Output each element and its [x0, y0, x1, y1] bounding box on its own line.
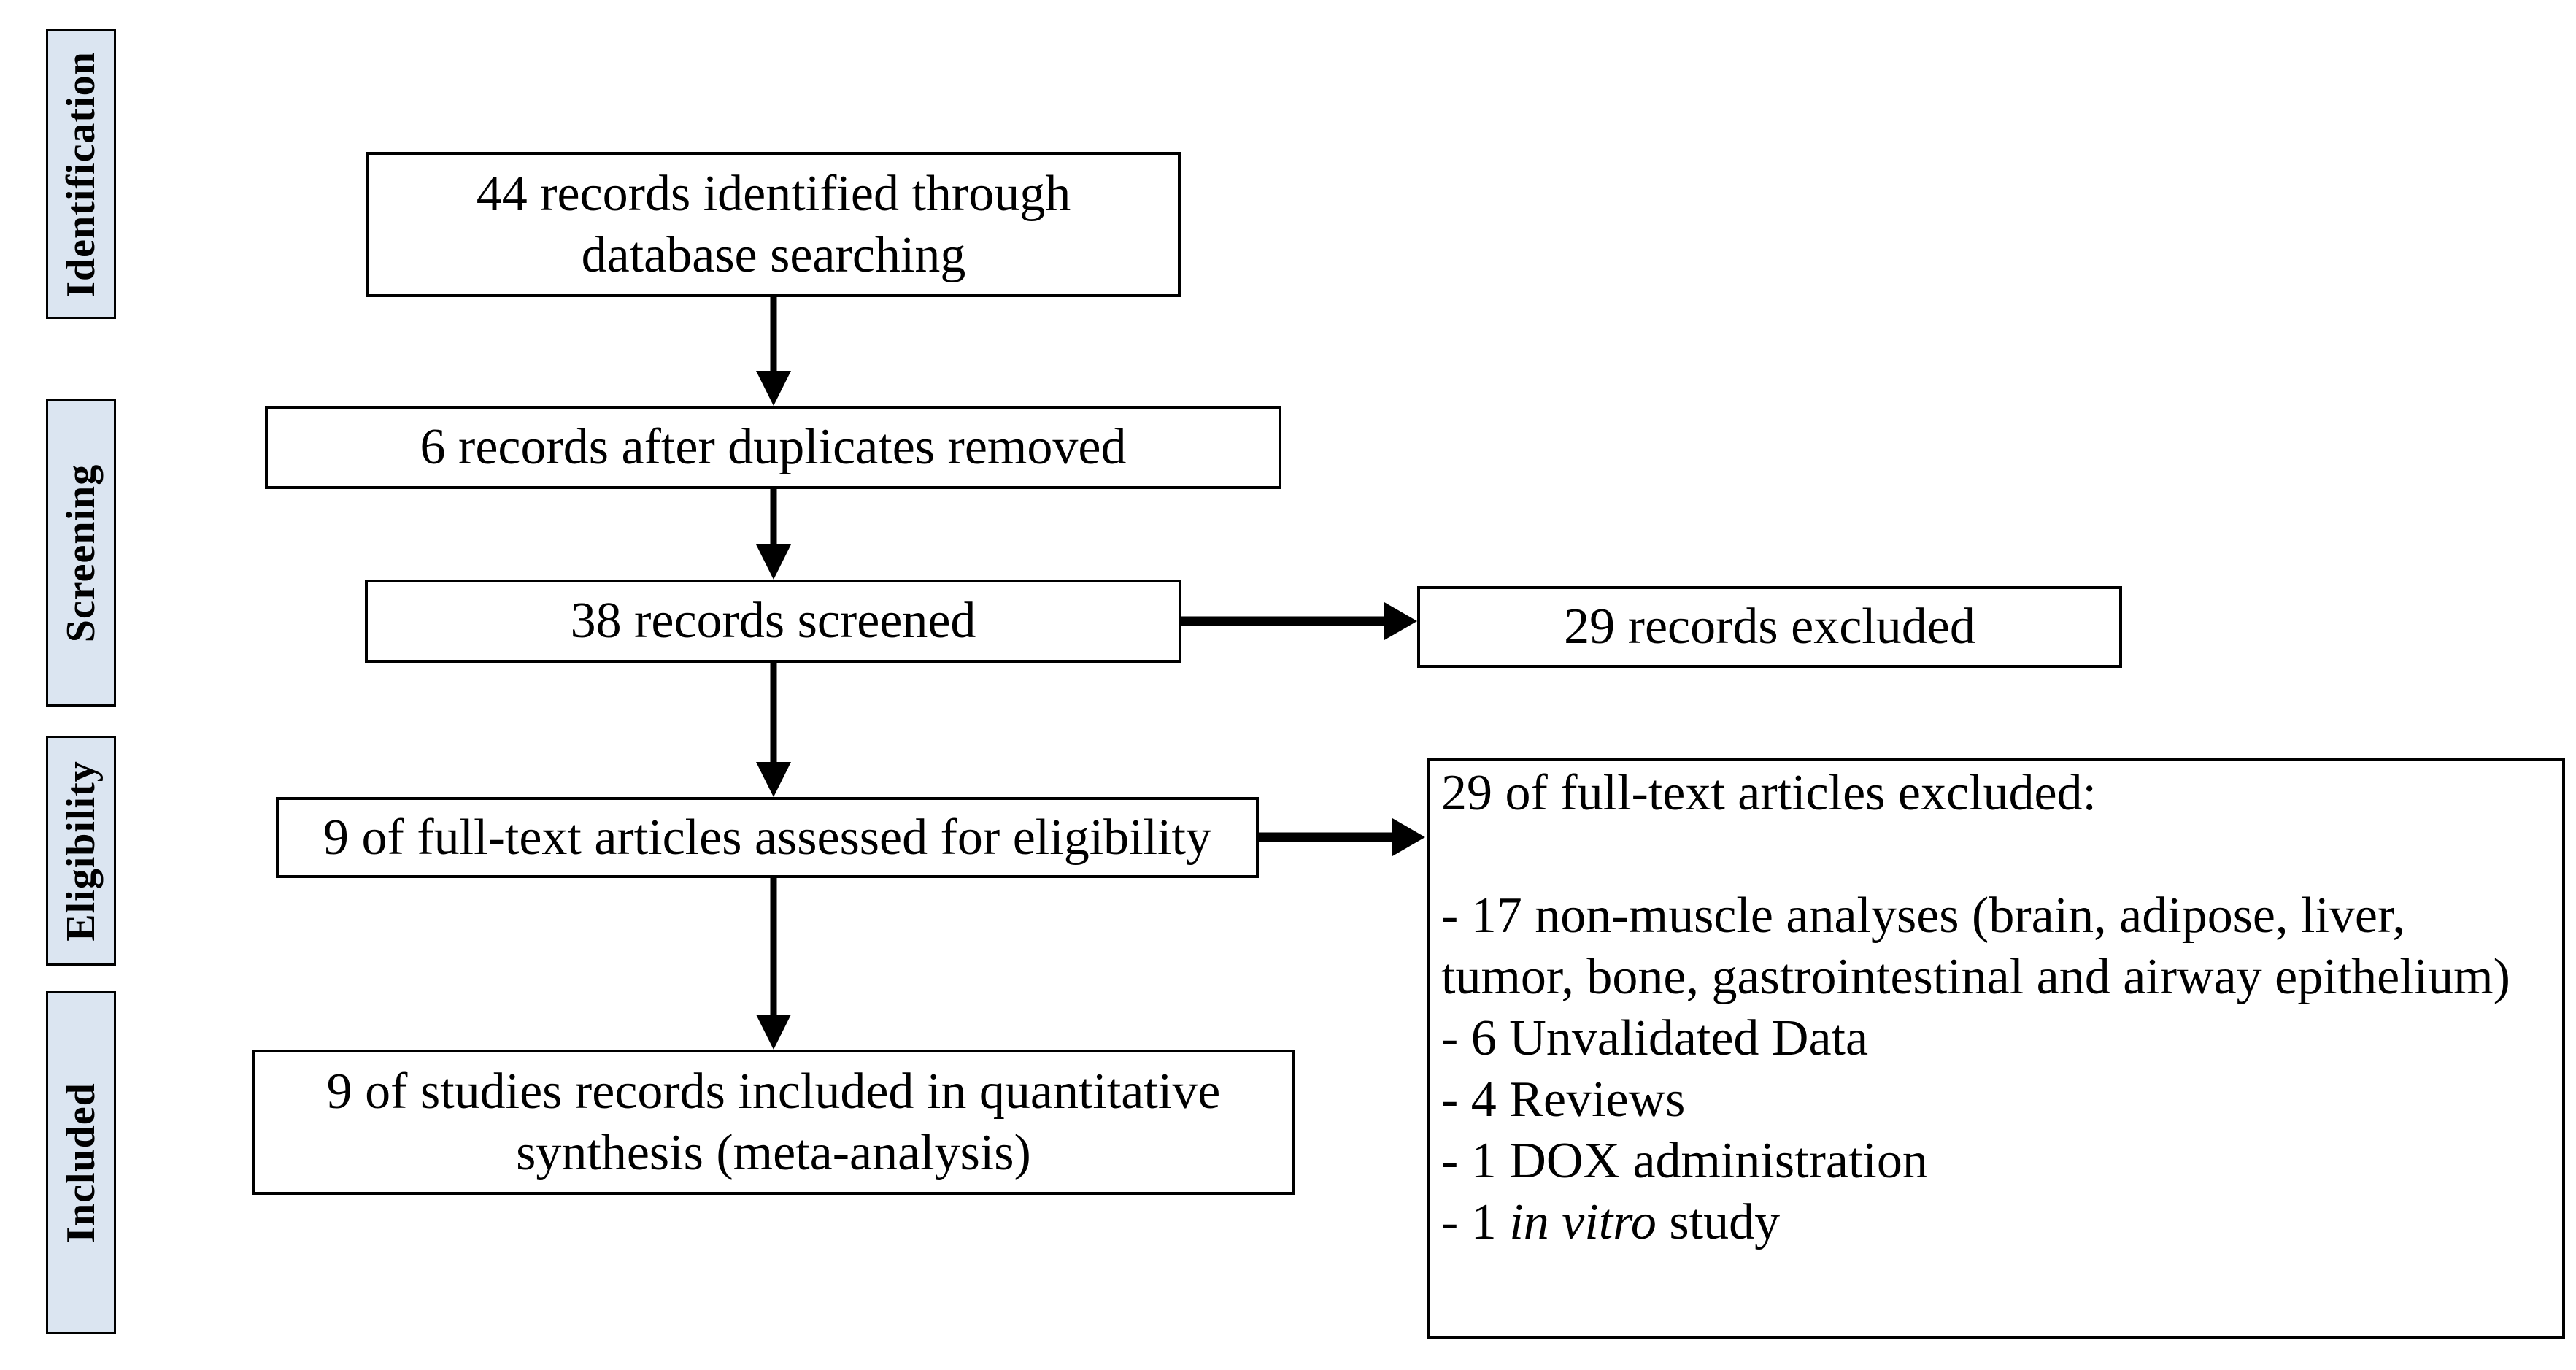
box-included-quantitative-text: 9 of studies records included in quantit…: [326, 1063, 1221, 1181]
box-records-identified-text: 44 records identified through database s…: [476, 165, 1071, 283]
excluded-item-in-vitro-suffix: study: [1656, 1194, 1781, 1250]
box-included-quantitative: 9 of studies records included in quantit…: [252, 1050, 1295, 1195]
stage-label-included: Included: [58, 1082, 104, 1243]
box-records-excluded-text: 29 records excluded: [1564, 599, 1975, 655]
box-fulltext-assessed: 9 of full-text articles assessed for eli…: [276, 797, 1259, 878]
stage-box-eligibility: Eligibility: [46, 736, 116, 966]
stage-label-screening: Screening: [58, 463, 104, 642]
stage-label-identification: Identification: [58, 50, 104, 298]
box-excluded-details: 29 of full-text articles excluded: - 17 …: [1427, 758, 2565, 1339]
stage-box-identification: Identification: [46, 29, 116, 319]
stage-box-screening: Screening: [46, 399, 116, 707]
excluded-item-in-vitro: - 1 in vitro study: [1441, 1192, 2550, 1253]
excluded-item-in-vitro-prefix: - 1: [1441, 1194, 1510, 1250]
box-records-screened-text: 38 records screened: [570, 593, 976, 649]
box-records-identified: 44 records identified through database s…: [366, 152, 1181, 297]
box-duplicates-removed: 6 records after duplicates removed: [265, 406, 1281, 489]
stage-label-eligibility: Eligibility: [58, 760, 104, 942]
arrow-screened-to-excluded-head: [1384, 602, 1417, 640]
excluded-details-title: 29 of full-text articles excluded:: [1441, 765, 2097, 821]
arrow-duplicates-to-screened-head: [756, 544, 791, 580]
arrow-fulltext-to-details-head: [1392, 818, 1425, 856]
box-records-screened: 38 records screened: [365, 580, 1181, 663]
excluded-item-in-vitro-italic: in vitro: [1509, 1194, 1657, 1250]
arrow-fulltext-to-included-head: [756, 1015, 791, 1050]
excluded-item-dox: - 1 DOX administration: [1441, 1133, 1928, 1189]
box-fulltext-assessed-text: 9 of full-text articles assessed for eli…: [323, 809, 1211, 866]
excluded-item-reviews: - 4 Reviews: [1441, 1071, 1686, 1128]
stage-box-included: Included: [46, 991, 116, 1334]
box-records-excluded: 29 records excluded: [1417, 586, 2122, 668]
excluded-item-non-muscle-line1: - 17 non-muscle analyses (brain, adipose…: [1441, 888, 2405, 944]
arrow-screened-to-fulltext-head: [756, 762, 791, 797]
excluded-item-unvalidated: - 6 Unvalidated Data: [1441, 1010, 1869, 1066]
excluded-item-non-muscle-line2: tumor, bone, gastrointestinal and airway…: [1441, 949, 2510, 1005]
box-duplicates-removed-text: 6 records after duplicates removed: [420, 419, 1127, 475]
arrow-identified-to-duplicates-head: [756, 371, 791, 406]
